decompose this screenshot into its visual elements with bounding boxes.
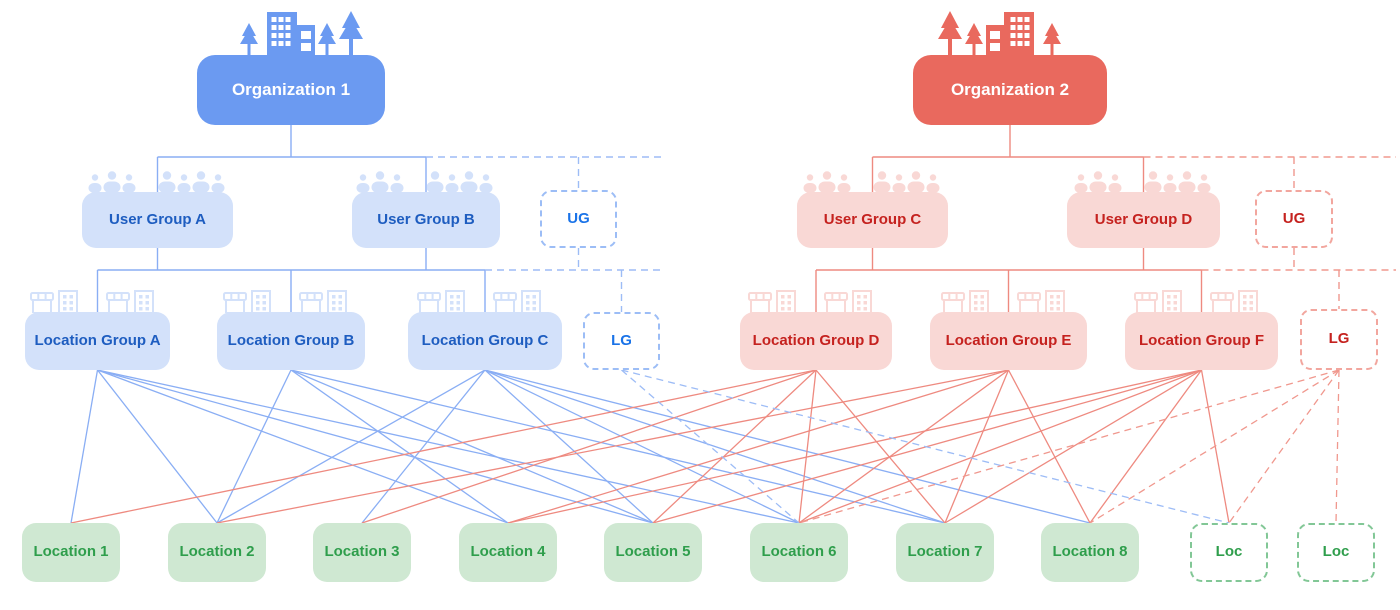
location-group-b-label: Location Group B bbox=[227, 331, 355, 349]
location-3-label: Location 3 bbox=[324, 543, 400, 561]
location-group-placeholder-blue: LG bbox=[583, 312, 660, 370]
location-8-node: Location 8 bbox=[1041, 523, 1139, 582]
location-placeholder-1-label: Loc bbox=[1215, 543, 1243, 561]
user-group-placeholder-red-label: UG bbox=[1282, 209, 1306, 227]
organization-2-node: Organization 2 bbox=[913, 55, 1107, 125]
location-group-e-label: Location Group E bbox=[945, 331, 1072, 349]
organization-1-node: Organization 1 bbox=[197, 55, 385, 125]
user-group-a-label: User Group A bbox=[109, 210, 206, 228]
user-group-placeholder-blue-label: UG bbox=[567, 209, 590, 227]
location-group-d-label: Location Group D bbox=[752, 331, 880, 349]
location-group-a-node: Location Group A bbox=[25, 312, 170, 370]
location-4-node: Location 4 bbox=[459, 523, 557, 582]
storefronts-icon bbox=[741, 289, 891, 313]
storefronts-icon bbox=[410, 289, 560, 313]
location-group-placeholder-red-label: LG bbox=[1328, 330, 1350, 348]
location-4-label: Location 4 bbox=[470, 543, 546, 561]
organization-2-label: Organization 2 bbox=[950, 79, 1070, 99]
organization-1-label: Organization 1 bbox=[231, 79, 351, 99]
location-3-node: Location 3 bbox=[313, 523, 411, 582]
location-7-node: Location 7 bbox=[896, 523, 994, 582]
location-group-placeholder-blue-label: LG bbox=[611, 331, 632, 349]
location-group-placeholder-red: LG bbox=[1300, 309, 1378, 370]
location-5-node: Location 5 bbox=[604, 523, 702, 582]
building-trees-icon bbox=[930, 9, 1090, 55]
location-group-a-label: Location Group A bbox=[34, 331, 161, 349]
storefronts-icon bbox=[934, 289, 1084, 313]
location-6-node: Location 6 bbox=[750, 523, 848, 582]
people-group-icon bbox=[1069, 169, 1219, 193]
location-group-e-node: Location Group E bbox=[930, 312, 1087, 370]
location-group-d-node: Location Group D bbox=[740, 312, 892, 370]
people-group-icon bbox=[798, 169, 948, 193]
storefronts-icon bbox=[1127, 289, 1277, 313]
people-group-icon bbox=[351, 169, 501, 193]
storefronts-icon bbox=[23, 289, 173, 313]
people-group-icon bbox=[83, 169, 233, 193]
location-7-label: Location 7 bbox=[907, 543, 983, 561]
user-group-c-node: User Group C bbox=[797, 192, 948, 248]
location-placeholder-2: Loc bbox=[1297, 523, 1375, 582]
location-group-c-node: Location Group C bbox=[408, 312, 562, 370]
location-group-f-label: Location Group F bbox=[1139, 331, 1264, 349]
location-8-label: Location 8 bbox=[1052, 543, 1128, 561]
location-6-label: Location 6 bbox=[761, 543, 837, 561]
user-group-b-label: User Group B bbox=[377, 210, 475, 228]
location-1-node: Location 1 bbox=[22, 523, 120, 582]
location-2-node: Location 2 bbox=[168, 523, 266, 582]
user-group-d-label: User Group D bbox=[1094, 210, 1193, 228]
location-2-label: Location 2 bbox=[179, 543, 255, 561]
user-group-a-node: User Group A bbox=[82, 192, 233, 248]
building-trees-icon bbox=[211, 9, 371, 55]
user-group-d-node: User Group D bbox=[1067, 192, 1220, 248]
location-placeholder-1: Loc bbox=[1190, 523, 1268, 582]
location-placeholder-2-label: Loc bbox=[1322, 543, 1350, 561]
user-group-placeholder-red: UG bbox=[1255, 190, 1333, 248]
location-1-label: Location 1 bbox=[33, 543, 109, 561]
user-group-b-node: User Group B bbox=[352, 192, 500, 248]
location-group-c-label: Location Group C bbox=[421, 331, 549, 349]
user-group-c-label: User Group C bbox=[823, 210, 922, 228]
location-group-b-node: Location Group B bbox=[217, 312, 365, 370]
user-group-placeholder-blue: UG bbox=[540, 190, 617, 248]
location-group-f-node: Location Group F bbox=[1125, 312, 1278, 370]
storefronts-icon bbox=[216, 289, 366, 313]
location-5-label: Location 5 bbox=[615, 543, 691, 561]
